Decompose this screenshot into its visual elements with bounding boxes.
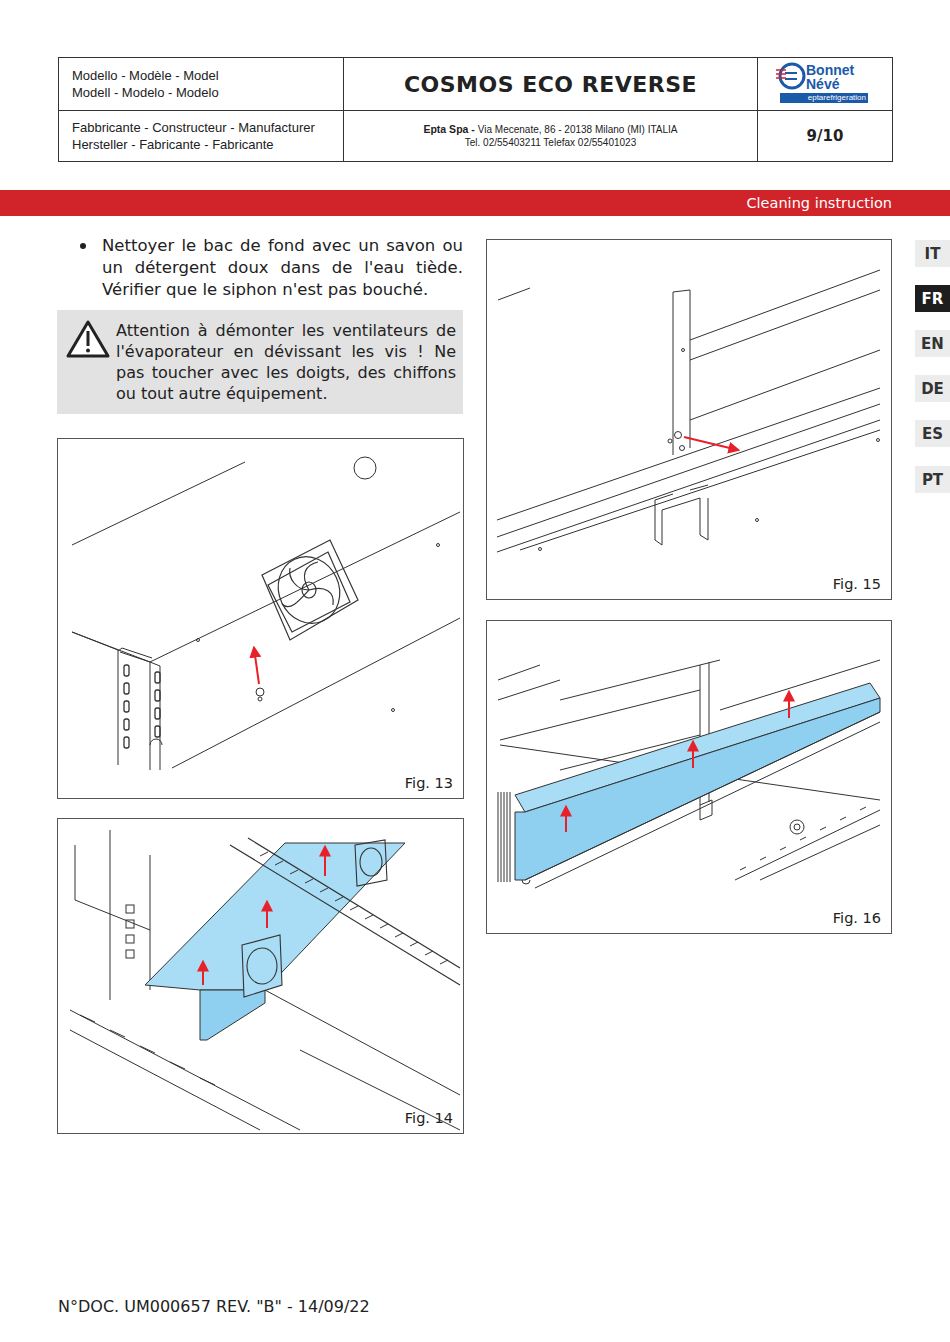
node-text: ES: [922, 425, 943, 443]
page-number: 9/10: [758, 111, 892, 161]
language-tab: EN: [915, 330, 950, 357]
fig14-illustration: [70, 830, 460, 1130]
header-table: [58, 57, 893, 162]
section-band-title: Cleaning instruction: [600, 190, 892, 216]
language-tab: IT: [915, 240, 950, 267]
warning-text: Attention à démonter les ventilateurs de…: [116, 320, 456, 404]
logo-cell: BonnetNévéeptarefrigeration: [806, 63, 876, 103]
node-text: EN: [921, 335, 944, 353]
node-text: Cleaning instruction: [746, 195, 892, 211]
node-text: Tel. 02/55403211 Telefax 02/55401023: [344, 136, 757, 149]
warning-icon: [68, 322, 108, 356]
logo-mark: [776, 64, 804, 88]
figure-caption: Fig. 14: [405, 1110, 453, 1126]
figure-caption: Fig. 13: [405, 775, 453, 791]
body-text: Nettoyer le bac de fond avec un savon ou…: [102, 235, 463, 301]
node-text: Epta Spa -: [423, 123, 474, 135]
node-text: Attention à démonter les ventilateurs de…: [116, 321, 456, 403]
figure-caption: Fig. 15: [833, 576, 881, 592]
header-title: COSMOS ECO REVERSE: [344, 58, 757, 110]
fig13-illustration: [72, 457, 460, 770]
node-text: COSMOS ECO REVERSE: [404, 72, 697, 97]
fig16-illustration: [498, 660, 880, 888]
brand-bar: eptarefrigeration: [780, 93, 868, 103]
node-text: Via Mecenate, 86 - 20138 Milano (MI) ITA…: [478, 124, 678, 135]
language-tab: ES: [915, 420, 950, 447]
node-text: DE: [921, 380, 944, 398]
figure-frame: Fig. 13: [57, 438, 464, 799]
figure-frame: Fig. 16: [486, 620, 892, 934]
node-text: 9/10: [807, 127, 844, 145]
header-cell: Modello - Modèle - Model Modell - Modelo…: [72, 67, 247, 101]
address-cell: Epta Spa - Via Mecenate, 86 - 20138 Milan…: [344, 123, 757, 149]
section-band: [0, 190, 950, 216]
node-text: Névé: [806, 77, 876, 91]
node-text: Bonnet: [806, 63, 876, 77]
language-tab: DE: [915, 375, 950, 402]
node-text: PT: [922, 471, 943, 489]
warning-panel: [57, 310, 463, 414]
language-tab: FR: [915, 285, 950, 312]
fig15-illustration: [497, 270, 880, 552]
header-cell: Fabbricante - Constructeur - Manufacture…: [72, 119, 344, 153]
node-text: IT: [925, 245, 941, 263]
language-tab: PT: [915, 466, 950, 493]
node-text: Fabbricante - Constructeur - Manufacture…: [72, 120, 315, 152]
node-text: Modello - Modèle - Model Modell - Modelo…: [72, 68, 219, 100]
figure-caption: Fig. 16: [833, 910, 881, 926]
figure-frame: Fig. 14: [57, 818, 464, 1134]
node-text: FR: [922, 290, 944, 308]
figure-frame: Fig. 15: [486, 239, 892, 600]
document-number: N°DOC. UM000657 REV. "B" - 14/09/22: [58, 1297, 658, 1316]
